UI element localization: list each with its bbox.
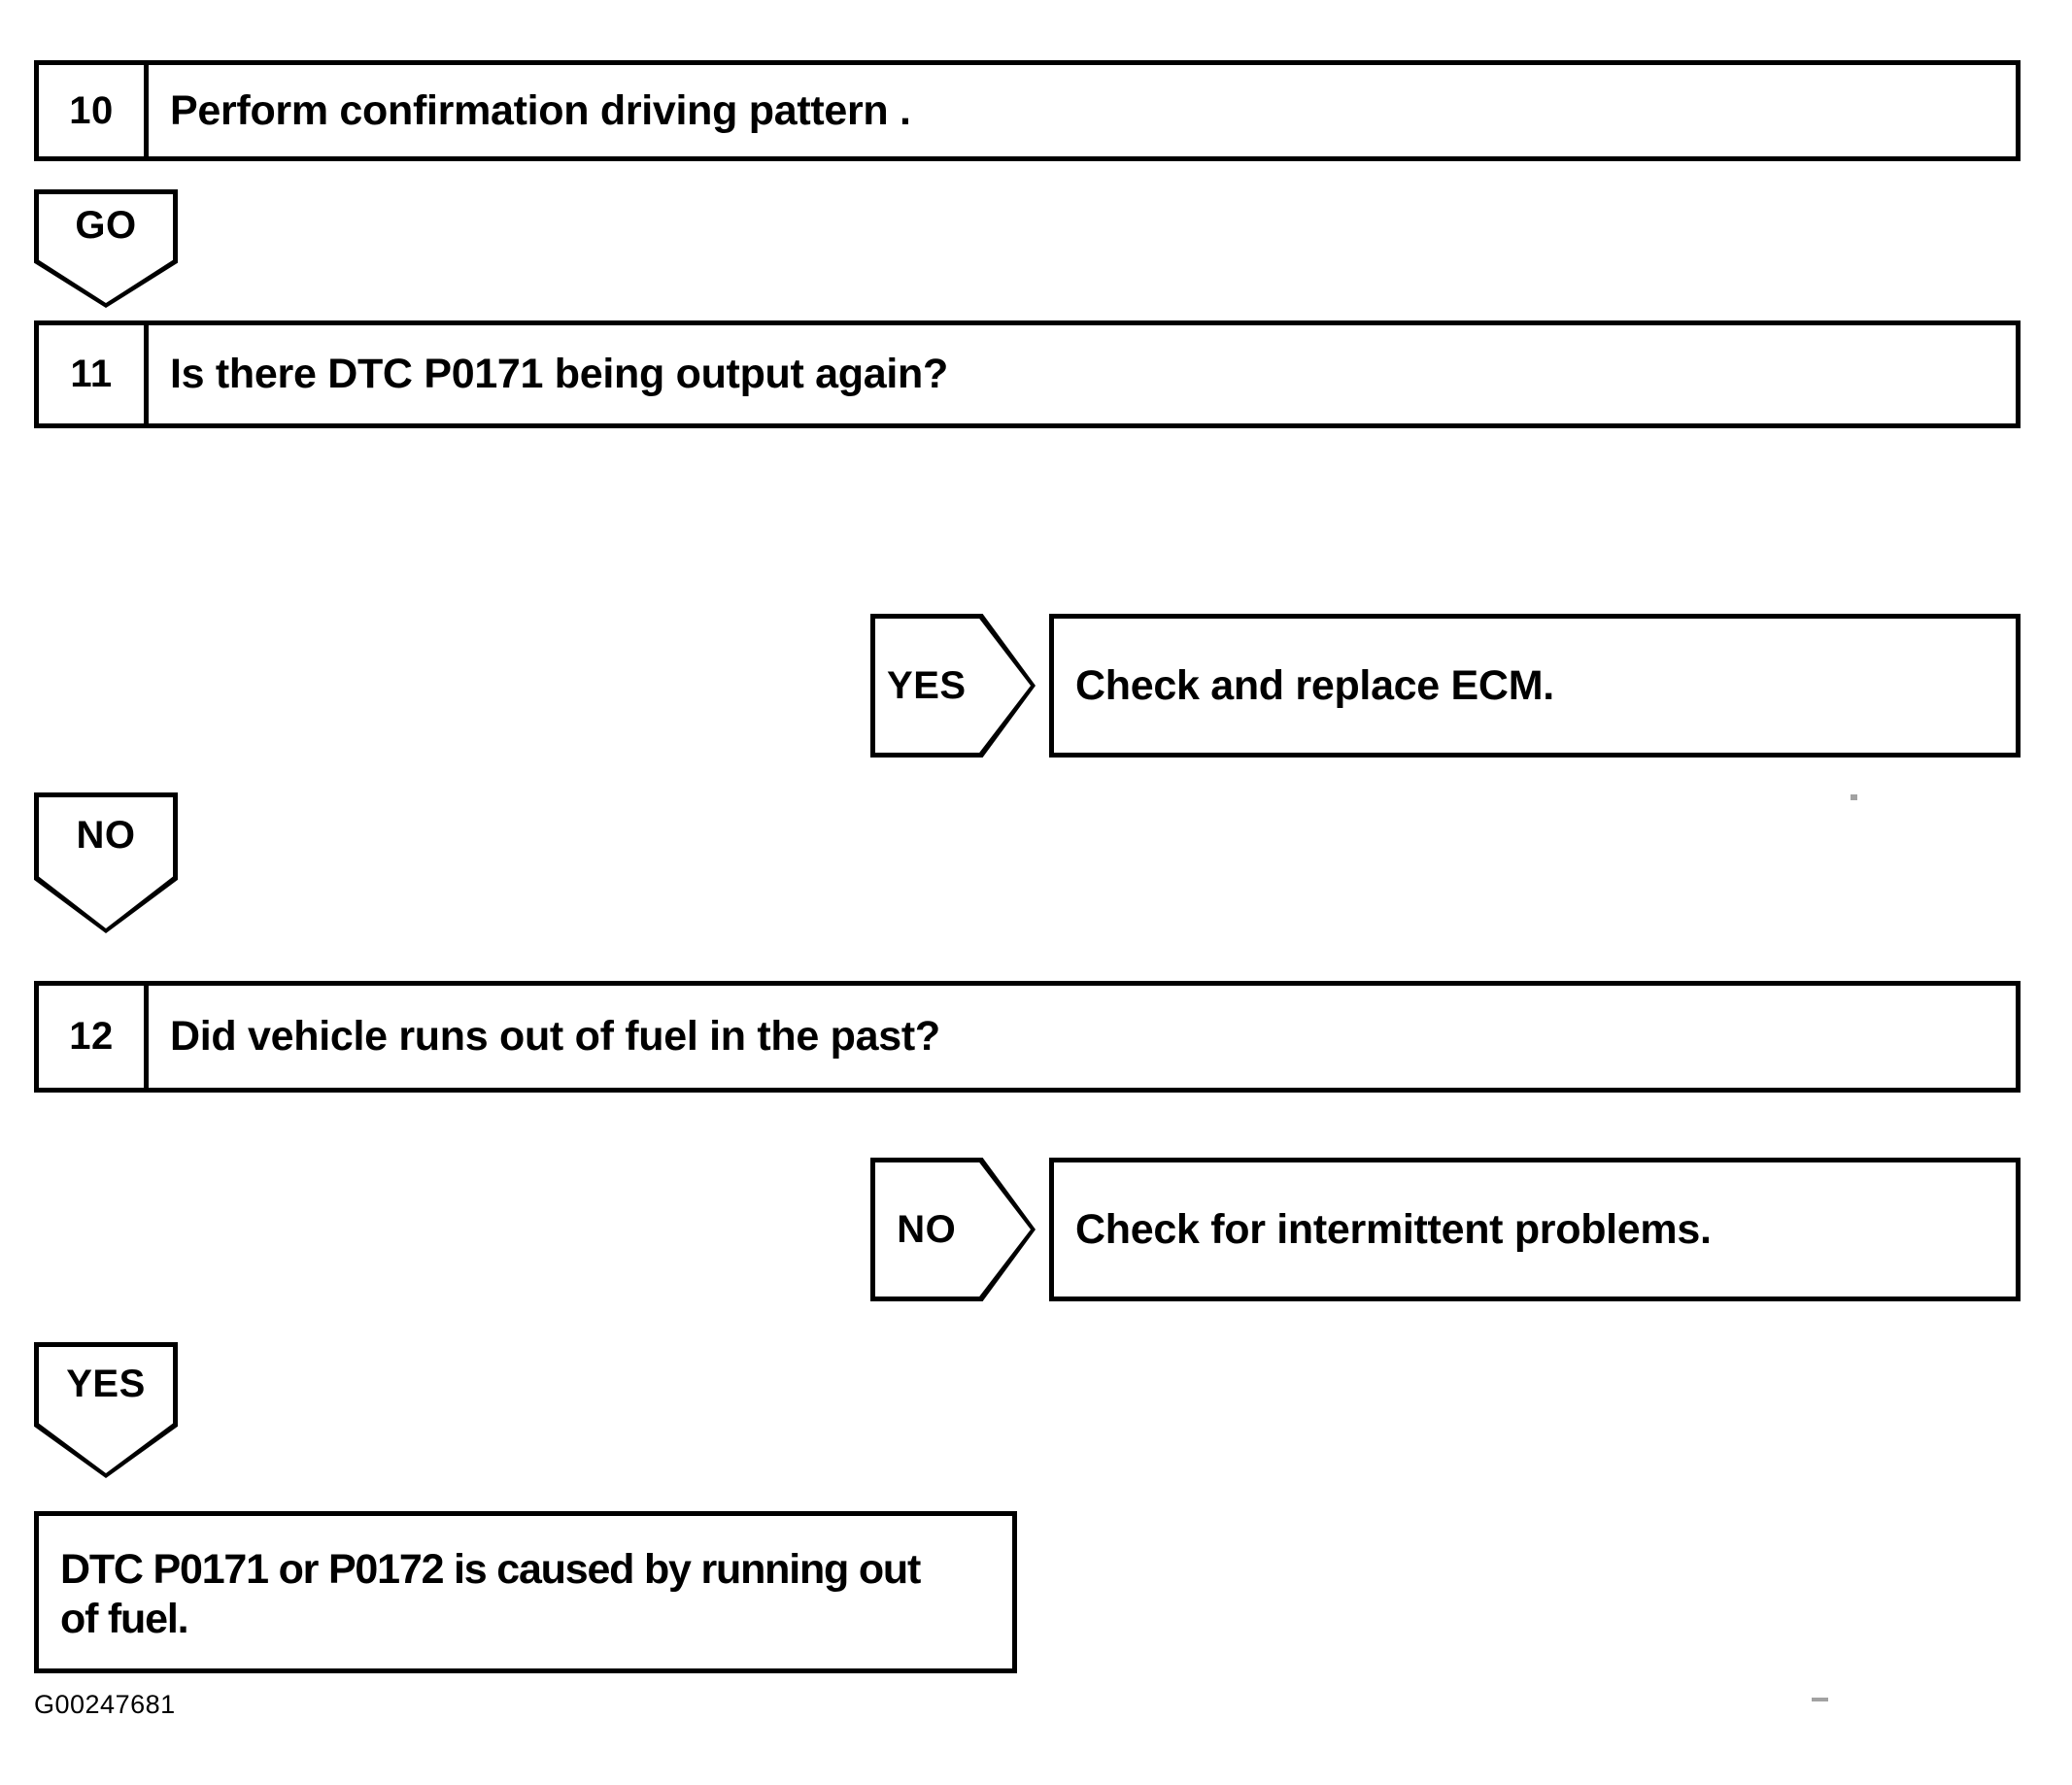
step-number-10: 10 xyxy=(39,65,149,156)
branch-go-label: GO xyxy=(75,204,137,248)
step-box-10[interactable]: 10 Perform confirmation driving pattern … xyxy=(34,60,2021,161)
step-box-12[interactable]: 12 Did vehicle runs out of fuel in the p… xyxy=(34,981,2021,1093)
step-number-12: 12 xyxy=(39,986,149,1088)
step-text-10: Perform confirmation driving pattern . xyxy=(170,86,911,134)
scan-speck xyxy=(1812,1698,1828,1701)
branch-yes-from-11[interactable]: YES xyxy=(870,614,1036,758)
step-text-11: Is there DTC P0171 being output again? xyxy=(170,351,948,397)
step-box-11[interactable]: 11 Is there DTC P0171 being output again… xyxy=(34,320,2021,428)
figure-code-label: G00247681 xyxy=(34,1690,176,1719)
scan-speck xyxy=(1851,794,1857,800)
branch-yes-from-11-label: YES xyxy=(887,663,967,707)
conclusion-line-1: DTC P0171 or P0172 is caused by running … xyxy=(60,1546,921,1593)
branch-no-from-11[interactable]: NO xyxy=(34,792,178,933)
branch-no-from-12[interactable]: NO xyxy=(870,1158,1036,1301)
branch-yes-from-12-label: YES xyxy=(66,1362,146,1405)
conclusion-line-2: of fuel. xyxy=(60,1595,189,1642)
branch-no-from-12-label: NO xyxy=(897,1207,957,1251)
branch-no-from-11-label: NO xyxy=(76,814,136,858)
result-box-check-replace-ecm[interactable]: Check and replace ECM. xyxy=(1049,614,2021,758)
step-number-11: 11 xyxy=(39,325,149,423)
branch-yes-from-12[interactable]: YES xyxy=(34,1342,178,1478)
result-box-out-of-fuel-conclusion[interactable]: DTC P0171 or P0172 is caused by running … xyxy=(34,1511,1017,1673)
branch-go-down[interactable]: GO xyxy=(34,189,178,308)
step-text-12: Did vehicle runs out of fuel in the past… xyxy=(170,1013,940,1060)
result-box-check-intermittent-problems[interactable]: Check for intermittent problems. xyxy=(1049,1158,2021,1301)
